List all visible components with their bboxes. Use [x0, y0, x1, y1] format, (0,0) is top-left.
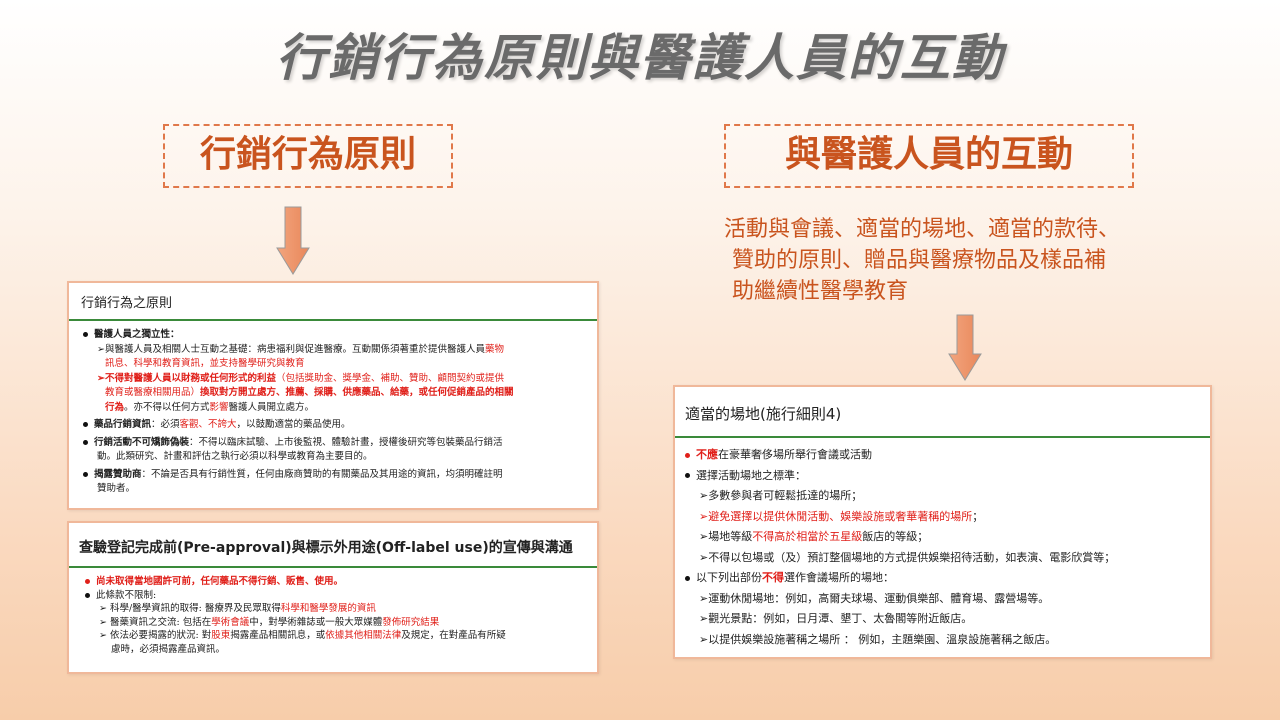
- topics-line-2: 贊助的原則、贈品與醫療物品及樣品補: [732, 248, 1107, 273]
- marketing-principles-label: 行銷行為原則: [199, 134, 416, 175]
- down-arrow-icon: [948, 314, 982, 381]
- topics-line-3: 助繼續性醫學教育: [732, 279, 909, 304]
- list-item: 醫護人員之獨立性：: [83, 328, 587, 343]
- list-item: 慮時，必須揭露產品資訊。: [111, 643, 226, 655]
- list-item: 選擇活動場地之標準：: [685, 466, 1200, 487]
- hcp-interaction-label: 與醫護人員的互動: [784, 134, 1073, 175]
- list-item: ➢觀光景點：例如，日月潭、墾丁、太魯閣等附近飯店。: [699, 612, 973, 625]
- list-item: ➢ 科學/醫學資訊的取得: 醫療界及民眾取得科學和醫學發展的資訊: [99, 603, 376, 614]
- list-item: 訊息、科學和教育資訊，並支持醫學研究與教育: [105, 358, 305, 369]
- list-item: 不應在豪華奢侈場所舉行會議或活動: [685, 445, 1200, 466]
- list-item: 揭露贊助商：不論是否具有行銷性質，任何由廠商贊助的有關藥品及其用途的資訊，均須明…: [83, 468, 587, 483]
- list-item: ➢ 依法必要揭露的狀況: 對股東揭露產品相關訊息，或依據其他相關法律及規定，在對…: [99, 630, 506, 641]
- card-body: 醫護人員之獨立性： ➢與醫護人員及相關人士互動之基礎：病患福利與促進醫療。互動關…: [69, 321, 597, 497]
- list-item: 教育或醫療相關用品）換取對方開立處方、推薦、採購、供應藥品、給藥，或任何促銷產品…: [105, 387, 514, 398]
- page-title: 行銷行為原則與醫護人員的互動: [276, 29, 1004, 87]
- list-item: 贊助者。: [97, 483, 136, 494]
- list-item: 藥品行銷資訊：必須客觀、不誇大，以鼓勵適當的藥品使用。: [83, 418, 587, 433]
- down-arrow-icon: [276, 206, 310, 275]
- list-item: 此條款不限制:: [85, 589, 587, 603]
- list-item: 以下列出部份不得選作會議場所的場地：: [685, 568, 1200, 589]
- interaction-topics-text: 活動與會議、適當的場地、適當的款待、 贊助的原則、贈品與醫療物品及樣品補 助繼續…: [724, 214, 1120, 307]
- list-item: ➢ 醫藥資訊之交流: 包括在學術會議中，對學術雜誌或一般大眾媒體發佈研究結果: [99, 616, 440, 628]
- card-heading: 查驗登記完成前(Pre-approval)與標示外用途(Off-label us…: [69, 523, 597, 568]
- marketing-principles-box: 行銷行為原則: [163, 124, 453, 188]
- list-item: ➢不得以包場或（及）預訂整個場地的方式提供娛樂招待活動，如表演、電影欣賞等；: [699, 550, 1116, 564]
- card-body: 尚未取得當地國許可前，任何藥品不得行銷、販售、使用。 此條款不限制: ➢ 科學/…: [69, 568, 597, 656]
- appropriate-venue-card: 適當的場地(施行細則4) 不應在豪華奢侈場所舉行會議或活動 選擇活動場地之標準：…: [673, 385, 1212, 659]
- pre-approval-card: 查驗登記完成前(Pre-approval)與標示外用途(Off-label us…: [67, 521, 599, 674]
- list-item: ➢場地等級不得高於相當於五星級飯店的等級；: [699, 530, 929, 543]
- list-item: ➢避免選擇以提供休閒活動、娛樂設施或奢華著稱的場所；: [699, 509, 984, 523]
- list-item: ➢以提供娛樂設施著稱之場所 ： 例如，主題樂園、溫泉設施著稱之飯店。: [699, 632, 1057, 646]
- topics-line-1: 活動與會議、適當的場地、適當的款待、: [724, 217, 1121, 242]
- list-item: 動。此類研究、計畫和評估之執行必須以科學或教育為主要目的。: [97, 451, 373, 462]
- card-heading: 行銷行為之原則: [69, 283, 597, 321]
- card-heading: 適當的場地(施行細則4): [675, 387, 1210, 438]
- marketing-principles-card: 行銷行為之原則 醫護人員之獨立性： ➢與醫護人員及相關人士互動之基礎：病患福利與…: [67, 281, 599, 510]
- list-item: 行銷活動不可矯飾偽裝：不得以臨床試驗、上市後監視、體驗計畫，授權後研究等包裝藥品…: [83, 436, 587, 451]
- list-item: ➢與醫護人員及相關人士互動之基礎：病患福利與促進醫療。互動關係須著重於提供醫護人…: [97, 343, 504, 355]
- list-item: 尚未取得當地國許可前，任何藥品不得行銷、販售、使用。: [85, 575, 587, 589]
- list-item: ➢不得對醫護人員以財務或任何形式的利益（包括獎助金、獎學金、補助、贊助、顧問契約…: [97, 372, 504, 384]
- card-body: 不應在豪華奢侈場所舉行會議或活動 選擇活動場地之標準： ➢多數參與者可輕鬆抵達的…: [675, 438, 1210, 650]
- list-item: 行為。亦不得以任何方式影響醫護人員開立處方。: [105, 401, 315, 413]
- list-item: ➢多數參與者可輕鬆抵達的場所；: [699, 489, 863, 502]
- hcp-interaction-box: 與醫護人員的互動: [724, 124, 1134, 188]
- list-item: ➢運動休閒場地：例如，高爾夫球場、運動俱樂部、體育場、露營場等。: [699, 591, 1050, 605]
